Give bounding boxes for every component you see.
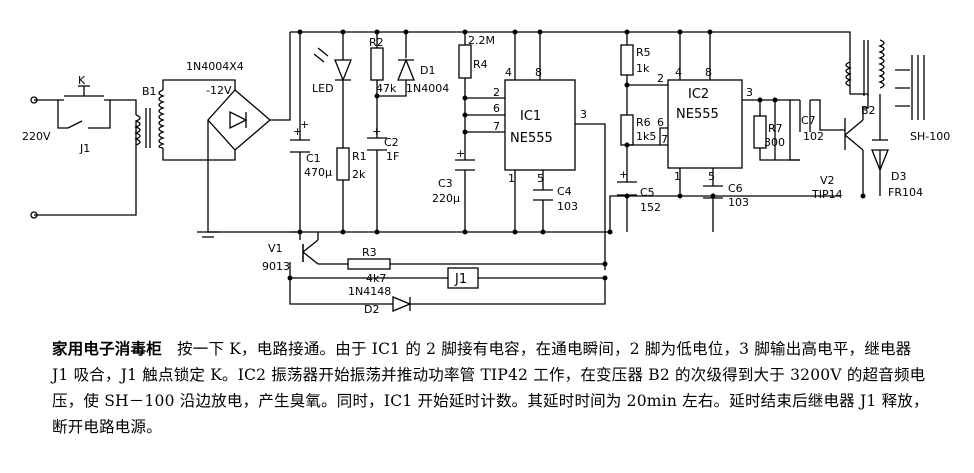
label-c5: C5 [640,186,655,199]
label-sh100: SH-100 [910,130,950,143]
label-c5-value: 152 [640,201,661,214]
label-ic2-pin2: 2 [657,72,664,85]
label-ic2-pin8: 8 [705,66,712,79]
label-v2-type: TIP14 [811,188,843,201]
label-d2-type: 1N4148 [348,285,391,298]
label-ic2-pin1: 1 [674,170,681,183]
label-r4-value: 2.2M [468,34,495,47]
label-minus12v: -12V [206,84,232,97]
circuit-schematic: K J1 220V B1 1N4004X4 -12V C1 470μ + LED… [22,29,950,316]
label-220v: 220V [22,130,51,143]
label-b2: B2 [861,104,876,117]
caption-body: 按一下 K，电路接通。由于 IC1 的 2 脚接有电容，在通电瞬间，2 脚为低电… [52,340,929,436]
label-plus-c2: + [372,125,381,138]
label-plus-c1: + [293,125,302,138]
wires [34,31,881,305]
label-bridge: 1N4004X4 [186,60,244,73]
junction-dots [287,29,866,281]
label-ic1-pin6: 6 [493,102,500,115]
label-ic2-type: NE555 [676,107,719,122]
label-c2-value: 1F [386,150,399,163]
label-c3: C3 [438,177,453,190]
label-c1-value: 470μ [304,166,332,179]
label-r2: R2 [369,36,384,49]
label-j1-coil: J1 [454,272,467,287]
label-ic1-pin8: 8 [535,66,542,79]
label-b1: B1 [142,85,157,98]
label-ic2-pin7: 7 [661,133,668,146]
label-ic1: IC1 [520,109,541,124]
label-d3-value: FR104 [888,186,923,199]
label-ic2: IC2 [688,87,709,102]
label-c4-value: 103 [557,200,578,213]
label-ic2-pin4: 4 [675,66,682,79]
label-r5: R5 [636,46,651,59]
label-r3: R3 [362,246,377,259]
label-ic1-pin1: 1 [508,172,515,185]
label-r3-value: 4k7 [366,272,386,285]
label-ic1-pin7: 7 [493,120,500,133]
label-r5-value: 1k [636,62,650,75]
label-c2: C2 [384,136,399,149]
label-c6-value: 103 [728,196,749,209]
label-v2: V2 [820,174,835,187]
label-c7: C7 [801,114,816,127]
label-r7-value: 300 [764,136,785,149]
label-led: LED [312,82,334,95]
component-labels: K J1 220V B1 1N4004X4 -12V C1 470μ + LED… [22,34,950,316]
label-c3-value: 220μ [432,192,460,205]
label-r2-value: 47k [376,82,397,95]
label-ic1-pin5: 5 [537,172,544,185]
label-c6: C6 [728,182,743,195]
label-plus-c1b: + [300,118,309,131]
label-v1-type: 9013 [262,260,290,273]
caption: 家用电子消毒柜 按一下 K，电路接通。由于 IC1 的 2 脚接有电容，在通电瞬… [52,336,932,440]
label-plus-c3: + [456,147,465,160]
label-ic1-pin3: 3 [580,108,587,121]
label-r4: R4 [473,58,488,71]
label-r7: R7 [768,122,783,135]
label-r1: R1 [352,150,367,163]
label-j1-contact: J1 [79,142,90,155]
label-ic2-pin5: 5 [708,170,715,183]
label-d2: D2 [364,303,379,316]
label-ic1-pin4: 4 [505,66,512,79]
label-c1: C1 [306,152,321,165]
label-ic1-pin2: 2 [493,86,500,99]
label-r6-value: 1k5 [636,130,656,143]
label-r6: R6 [636,116,651,129]
label-v1: V1 [268,242,283,255]
components [30,39,925,312]
label-c7-value: 102 [803,130,824,143]
label-k: K [78,74,86,87]
label-c4: C4 [557,185,572,198]
label-d3: D3 [891,170,906,183]
label-d1: D1 [420,64,435,77]
label-ic1-type: NE555 [510,131,553,146]
label-plus-c5: + [619,168,628,181]
label-r1-value: 2k [352,168,366,181]
label-ic2-pin6: 6 [657,116,664,129]
caption-title: 家用电子消毒柜 [52,339,162,358]
label-d1-value: 1N4004 [406,82,449,95]
label-ic2-pin3: 3 [746,86,753,99]
